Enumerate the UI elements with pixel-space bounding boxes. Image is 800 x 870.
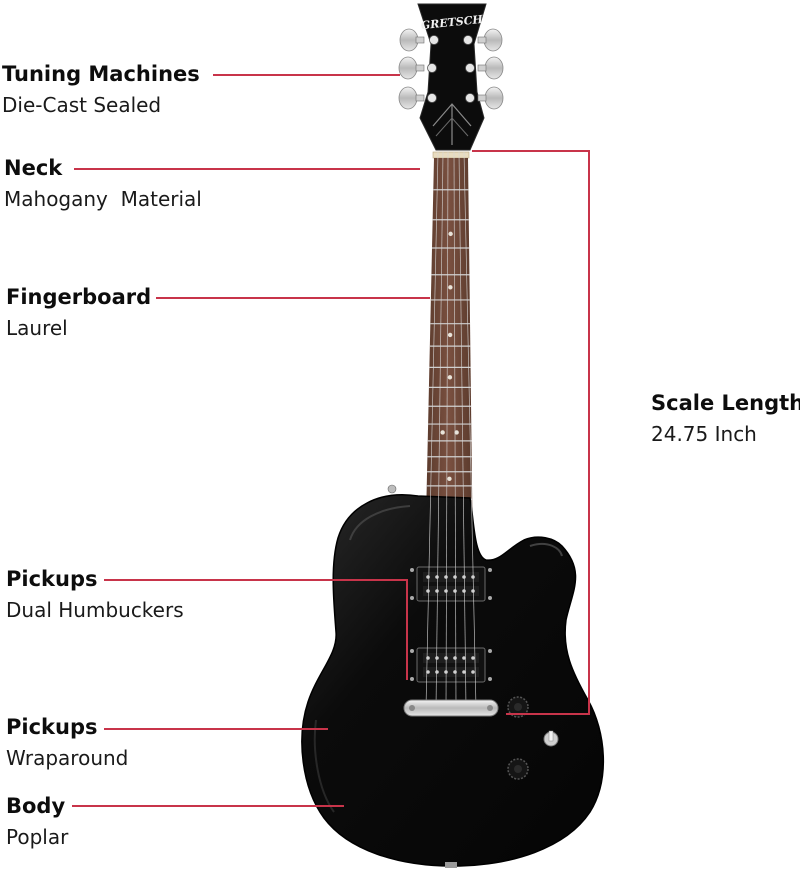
label-title: Pickups <box>6 567 98 591</box>
label-subtitle: Die-Cast Sealed <box>2 93 162 117</box>
inlay-dot <box>447 476 452 482</box>
bridge-pickup-icon <box>410 647 492 683</box>
tuner-peg-icon <box>398 28 504 110</box>
pickup-icon <box>410 566 492 602</box>
label-subtitle: Wraparound <box>6 746 129 770</box>
label-neck: Neck Mahogany Material <box>4 155 202 212</box>
inlay-dot <box>448 285 453 290</box>
label-subtitle: 24.75 Inch <box>651 422 757 446</box>
label-title: Scale Length <box>651 391 800 415</box>
label-body: Body Poplar <box>6 793 68 850</box>
inlay-dot <box>448 231 453 237</box>
inlay-dot <box>447 332 453 338</box>
label-fingerboard: Fingerboard Laurel <box>6 284 151 341</box>
label-subtitle: Laurel <box>6 316 68 340</box>
inlay-dot <box>440 430 445 435</box>
label-subtitle: Dual Humbuckers <box>6 598 184 622</box>
label-title: Neck <box>4 156 63 180</box>
nut <box>432 151 470 159</box>
headstock: GRETSCH <box>417 3 487 151</box>
toggle-switch-icon <box>543 730 559 747</box>
label-subtitle: Poplar <box>6 825 69 849</box>
inlay-dot <box>447 375 453 380</box>
bridge-icon <box>403 699 499 717</box>
label-title: Fingerboard <box>6 285 152 309</box>
label-title: Body <box>6 794 66 818</box>
inlay-dot <box>454 430 459 435</box>
label-scale-length: Scale Length 24.75 Inch <box>651 390 800 447</box>
leader-pickups-top <box>104 579 408 680</box>
label-subtitle: Mahogany Material <box>4 187 202 211</box>
label-tuning-machines: Tuning Machines Die-Cast Sealed <box>2 61 200 118</box>
label-pickups-humbuckers: Pickups Dual Humbuckers <box>6 566 184 623</box>
leader-lines <box>72 74 590 807</box>
label-title: Pickups <box>6 715 98 739</box>
leader-scale <box>472 150 590 715</box>
strings <box>425 151 477 709</box>
label-pickups-wraparound: Pickups Wraparound <box>6 714 128 771</box>
label-title: Tuning Machines <box>2 62 200 86</box>
knob-icon <box>507 696 529 780</box>
